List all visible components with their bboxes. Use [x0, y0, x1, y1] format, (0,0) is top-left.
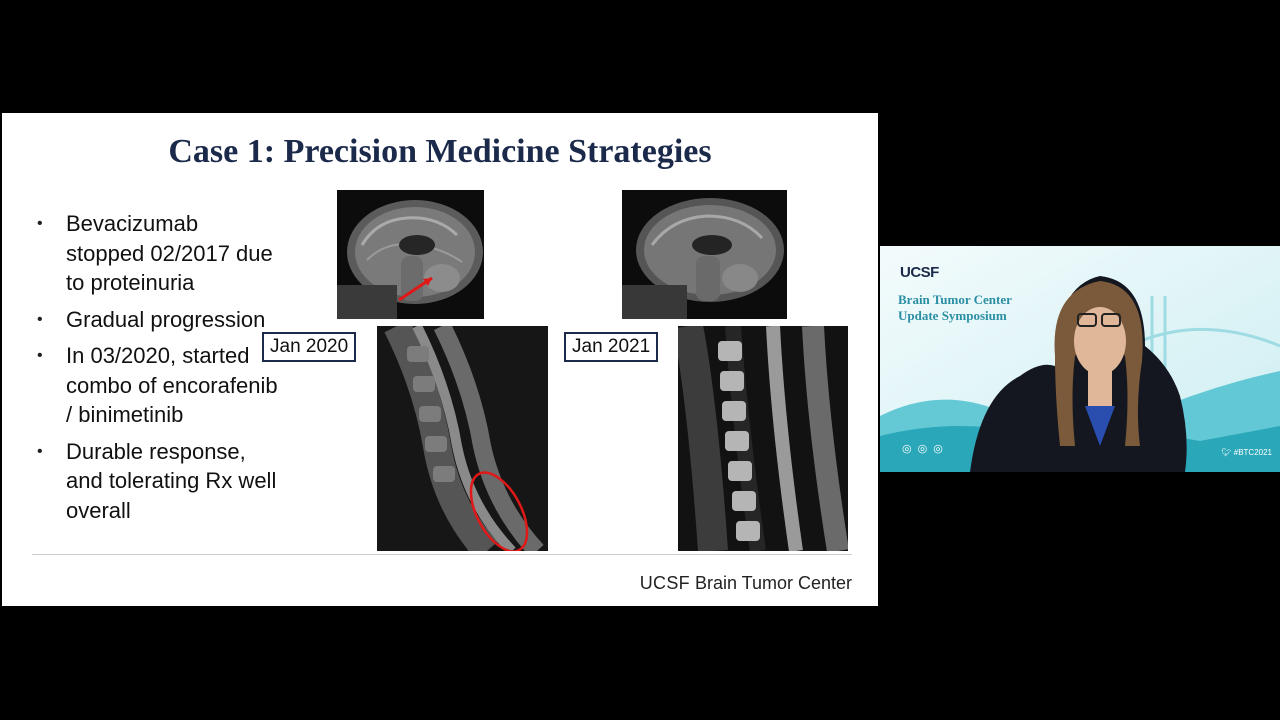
presentation-slide: Case 1: Precision Medicine Strategies Be…: [2, 113, 878, 606]
bullet-text: Durable response, and tolerating Rx well…: [66, 438, 277, 523]
footer-divider: [32, 554, 852, 555]
slide-footer: UCSF Brain Tumor Center: [640, 573, 852, 594]
spine-mri-2020: [377, 326, 548, 551]
brain-mri-2021: [622, 190, 787, 319]
twitter-icon: 🐦︎: [1221, 448, 1232, 457]
bullet-item: In 03/2020, started combo of encorafenib…: [32, 341, 282, 430]
bullet-item: Bevacizumab stopped 02/2017 due to prote…: [32, 209, 282, 298]
webcam-logo: UCSF: [900, 264, 939, 281]
webcam-hashtag: 🐦︎ #BTC2021: [1221, 448, 1272, 457]
bullet-item: Durable response, and tolerating Rx well…: [32, 437, 282, 526]
date-label-left: Jan 2020: [262, 332, 357, 362]
webcam-feed: UCSF Brain Tumor Center Update Symposium…: [880, 246, 1280, 472]
social-icons: ◎◎◎: [902, 442, 949, 455]
bullet-item: Gradual progression: [32, 305, 282, 335]
date-label-right: Jan 2021: [564, 332, 659, 362]
webcam-title-line1: Brain Tumor Center: [898, 292, 1012, 307]
instagram-icon: ◎: [933, 443, 949, 455]
slide-title: Case 1: Precision Medicine Strategies: [168, 133, 712, 170]
bullet-text: In 03/2020, started combo of encorafenib…: [66, 343, 278, 427]
facebook-icon: ◎: [917, 443, 934, 455]
hashtag-text: #BTC2021: [1233, 448, 1272, 457]
footer-text: Brain Tumor Center: [694, 573, 852, 593]
bullet-text: Bevacizumab stopped 02/2017 due to prote…: [66, 211, 273, 295]
webcam-title-line2: Update Symposium: [898, 308, 1007, 323]
spine-mri-2021: [678, 326, 848, 551]
bullet-text: Gradual progression: [66, 306, 266, 332]
footer-brand: UCSF: [639, 573, 690, 593]
linkedin-icon: ◎: [902, 443, 918, 455]
bullet-list: Bevacizumab stopped 02/2017 due to prote…: [32, 209, 282, 532]
brain-mri-2020: [337, 190, 484, 319]
